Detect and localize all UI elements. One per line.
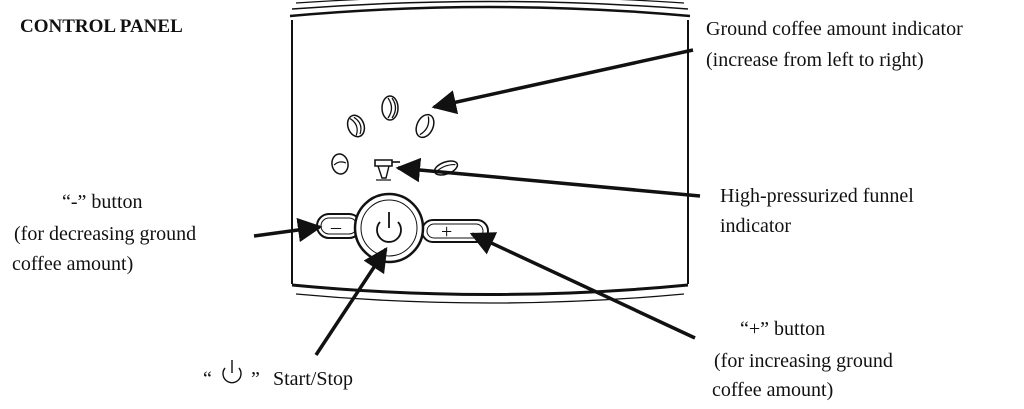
svg-text:(for decreasing ground: (for decreasing ground bbox=[14, 223, 196, 245]
svg-text:“: “ bbox=[203, 368, 212, 390]
arrow-minus bbox=[253, 217, 323, 243]
label-minus-button: “-” button (for decreasing ground coffee… bbox=[12, 191, 196, 275]
svg-text:”: ” bbox=[251, 368, 260, 390]
label-funnel-indicator: High-pressurized funnel indicator bbox=[720, 185, 914, 237]
callout-arrows bbox=[253, 48, 701, 356]
arrow-start-stop bbox=[314, 246, 388, 356]
coffee-bean-icon bbox=[331, 153, 349, 175]
power-icon bbox=[222, 360, 242, 384]
label-ground-coffee-indicator: Ground coffee amount indicator (increase… bbox=[706, 18, 963, 71]
coffee-bean-icon bbox=[346, 114, 366, 138]
label-plus-button: “+” button (for increasing ground coffee… bbox=[712, 318, 893, 401]
svg-text:Ground coffee amount indicator: Ground coffee amount indicator bbox=[706, 18, 963, 40]
plus-button[interactable]: + bbox=[421, 219, 489, 243]
funnel-icon bbox=[374, 159, 400, 181]
arrow-plus bbox=[469, 232, 696, 340]
svg-text:“-” button: “-” button bbox=[62, 191, 143, 213]
svg-text:coffee amount): coffee amount) bbox=[712, 379, 833, 401]
minus-symbol: – bbox=[330, 216, 342, 238]
machine-body bbox=[289, 0, 691, 304]
svg-text:indicator: indicator bbox=[720, 215, 791, 237]
start-stop-button[interactable] bbox=[353, 192, 425, 264]
svg-text:Start/Stop: Start/Stop bbox=[273, 368, 353, 390]
page-title: CONTROL PANEL bbox=[20, 16, 183, 37]
svg-text:(for increasing ground: (for increasing ground bbox=[714, 350, 893, 372]
label-start-stop: “ ” Start/Stop bbox=[203, 360, 353, 390]
coffee-bean-icon bbox=[381, 95, 399, 121]
svg-text:(increase from left to right): (increase from left to right) bbox=[706, 49, 924, 71]
arrow-ground-coffee bbox=[431, 48, 694, 115]
plus-symbol: + bbox=[441, 221, 452, 243]
power-icon bbox=[376, 212, 402, 243]
ground-coffee-amount-indicator bbox=[331, 95, 459, 176]
svg-text:High-pressurized funnel: High-pressurized funnel bbox=[720, 185, 914, 207]
svg-text:“+” button: “+” button bbox=[740, 318, 825, 340]
coffee-bean-icon bbox=[415, 113, 435, 139]
arrow-funnel bbox=[395, 157, 701, 198]
svg-text:coffee amount): coffee amount) bbox=[12, 253, 133, 275]
